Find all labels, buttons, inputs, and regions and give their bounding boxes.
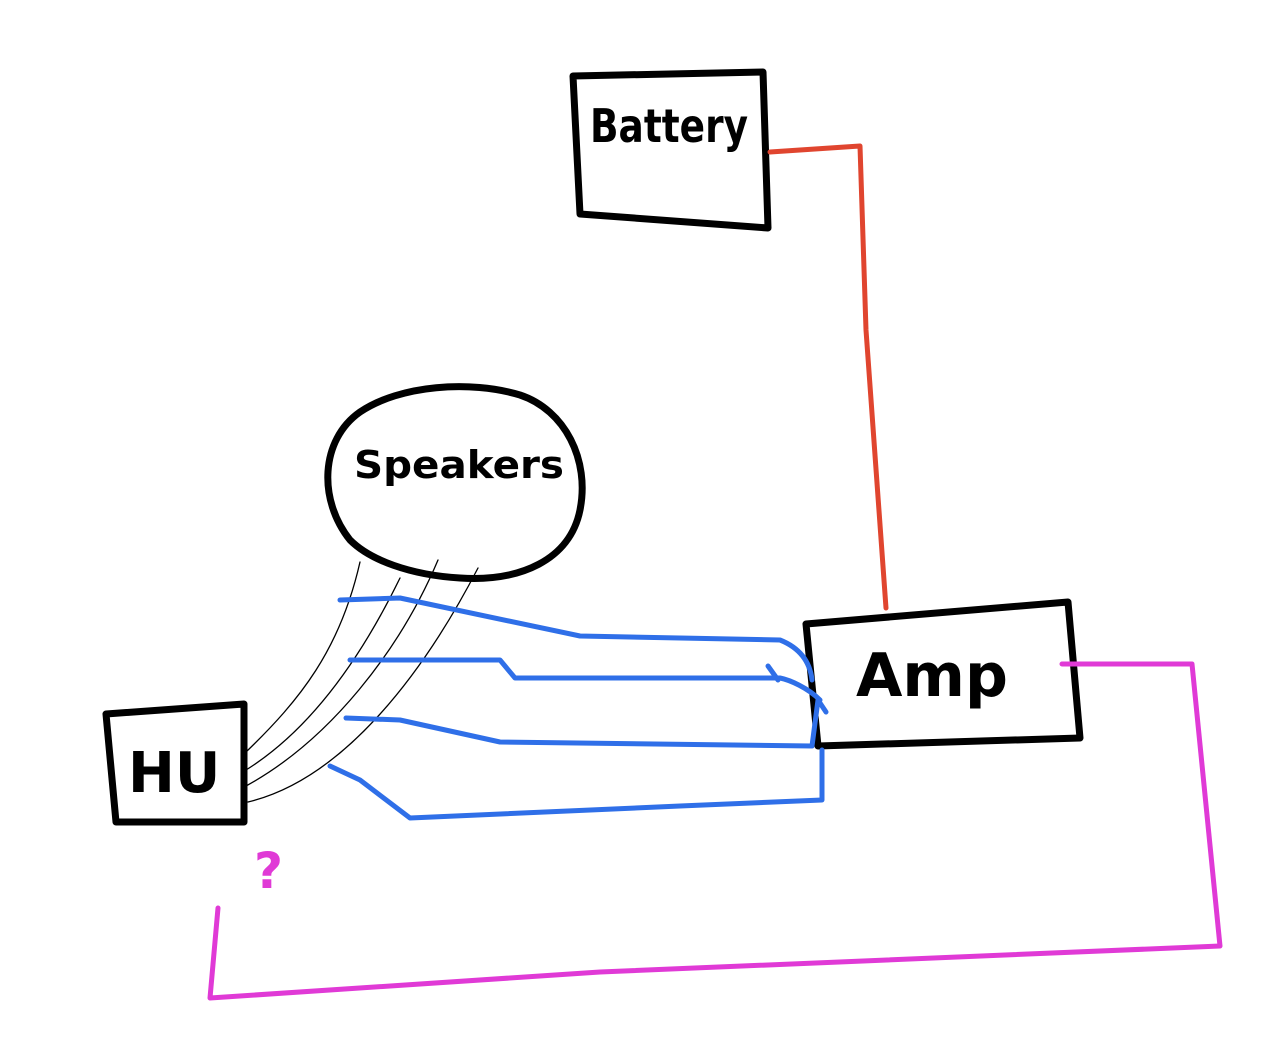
battery-component: Battery — [569, 68, 772, 232]
unknown-connection-marker: ? — [254, 842, 283, 900]
remote-wire — [207, 661, 1223, 1001]
speakers-label: Speakers — [354, 443, 564, 487]
amp-component: Amp — [802, 598, 1084, 750]
speaker-wire-2 — [245, 577, 401, 771]
speaker-wire-3 — [245, 559, 439, 787]
speaker-wire-1 — [245, 561, 361, 753]
head-unit-box — [102, 700, 248, 826]
signal-wire-2 — [347, 657, 823, 703]
signal-wire-4 — [327, 747, 825, 821]
amp-box — [802, 598, 1084, 750]
battery-box — [569, 68, 772, 232]
signal-wire-3 — [343, 697, 829, 749]
speakers-component: Speakers — [324, 383, 586, 582]
head-unit-label: HU — [128, 741, 220, 806]
speaker-wires — [245, 559, 479, 803]
speakers-outline — [324, 383, 586, 582]
battery-label: Battery — [590, 99, 748, 153]
amp-label: Amp — [856, 641, 1008, 711]
head-unit-component: HU — [102, 700, 248, 826]
signal-wires — [327, 595, 829, 821]
power-wire — [767, 143, 889, 611]
signal-wire-1 — [337, 595, 815, 683]
